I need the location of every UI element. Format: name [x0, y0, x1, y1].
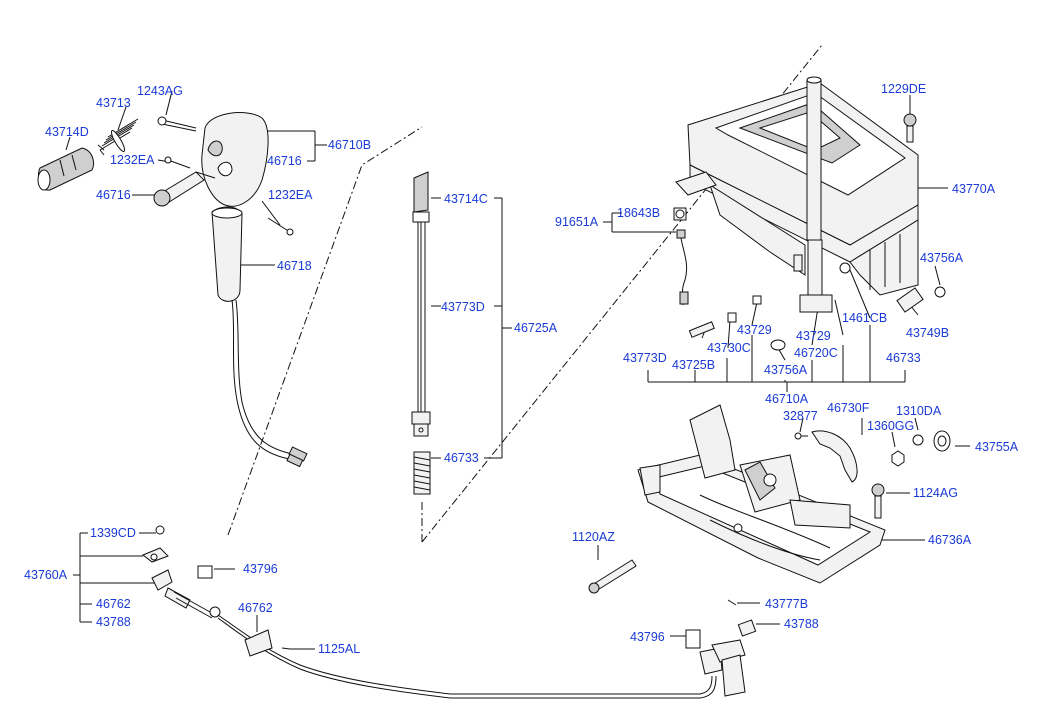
label-1339CD[interactable]: 1339CD — [90, 526, 136, 540]
label-1125AL[interactable]: 1125AL — [318, 642, 360, 656]
label-1243AG[interactable]: 1243AG — [137, 84, 183, 98]
label-46718[interactable]: 46718 — [277, 259, 312, 273]
label-43760A[interactable]: 43760A — [24, 568, 68, 582]
screw-32877 — [794, 432, 808, 440]
label-43755A[interactable]: 43755A — [975, 440, 1019, 454]
label-43749B[interactable]: 43749B — [906, 326, 949, 340]
shift-cable — [142, 525, 757, 699]
label-32877[interactable]: 32877 — [783, 409, 818, 423]
label-46733-b[interactable]: 46733 — [886, 351, 921, 365]
label-43796-b[interactable]: 43796 — [630, 630, 665, 644]
screw-1232EA-a — [164, 156, 191, 169]
label-43756A-a[interactable]: 43756A — [920, 251, 964, 265]
label-43714D[interactable]: 43714D — [45, 125, 89, 139]
part-labels: 1243AG 43713 43714D 1232EA 46716 46710B … — [24, 82, 1019, 656]
screw-1243AG — [157, 116, 197, 132]
small-parts — [688, 286, 946, 351]
sensor-91651A — [673, 207, 689, 306]
label-43770A[interactable]: 43770A — [952, 182, 996, 196]
label-46725A[interactable]: 46725A — [514, 321, 558, 335]
label-1232EA-b[interactable]: 1232EA — [268, 188, 313, 202]
label-1229DE[interactable]: 1229DE — [881, 82, 926, 96]
indicator-housing — [675, 76, 919, 313]
base-plate — [637, 404, 951, 584]
bolt-1120AZ — [588, 559, 637, 594]
label-18643B[interactable]: 18643B — [617, 206, 660, 220]
label-46716-a[interactable]: 46716 — [96, 188, 131, 202]
label-46733-a[interactable]: 46733 — [444, 451, 479, 465]
label-1461CB[interactable]: 1461CB — [842, 311, 887, 325]
label-46762-a[interactable]: 46762 — [96, 597, 131, 611]
rod-assembly — [411, 171, 431, 495]
label-1232EA-a[interactable]: 1232EA — [110, 153, 155, 167]
label-43773D-b[interactable]: 43773D — [623, 351, 667, 365]
label-1120AZ[interactable]: 1120AZ — [572, 530, 615, 544]
label-46710A[interactable]: 46710A — [765, 392, 809, 406]
label-43729-b[interactable]: 43729 — [796, 329, 831, 343]
label-46730F[interactable]: 46730F — [827, 401, 870, 415]
spring-43713 — [97, 118, 139, 156]
label-43788-a[interactable]: 43788 — [96, 615, 131, 629]
label-91651A[interactable]: 91651A — [555, 215, 599, 229]
label-43756A-b[interactable]: 43756A — [764, 363, 808, 377]
label-1124AG[interactable]: 1124AG — [913, 486, 958, 500]
bolt-1229DE — [903, 113, 917, 143]
label-43773D-a[interactable]: 43773D — [441, 300, 485, 314]
label-43714C[interactable]: 43714C — [444, 192, 488, 206]
spring-46733 — [413, 451, 431, 495]
label-43729-a[interactable]: 43729 — [737, 323, 772, 337]
label-43796-a[interactable]: 43796 — [243, 562, 278, 576]
label-46762-b[interactable]: 46762 — [238, 601, 273, 615]
screw-1232EA-b — [267, 217, 294, 236]
shift-knob-assembly — [37, 112, 308, 468]
label-46720C[interactable]: 46720C — [794, 346, 838, 360]
label-43725B[interactable]: 43725B — [672, 358, 715, 372]
label-1360GG[interactable]: 1360GG — [867, 419, 914, 433]
label-46736A[interactable]: 46736A — [928, 533, 972, 547]
label-43713[interactable]: 43713 — [96, 96, 131, 110]
label-43777B[interactable]: 43777B — [765, 597, 808, 611]
label-43730C[interactable]: 43730C — [707, 341, 751, 355]
label-46710B[interactable]: 46710B — [328, 138, 371, 152]
label-43788-b[interactable]: 43788 — [784, 617, 819, 631]
label-46716-b[interactable]: 46716 — [267, 154, 302, 168]
label-1310DA[interactable]: 1310DA — [896, 404, 942, 418]
